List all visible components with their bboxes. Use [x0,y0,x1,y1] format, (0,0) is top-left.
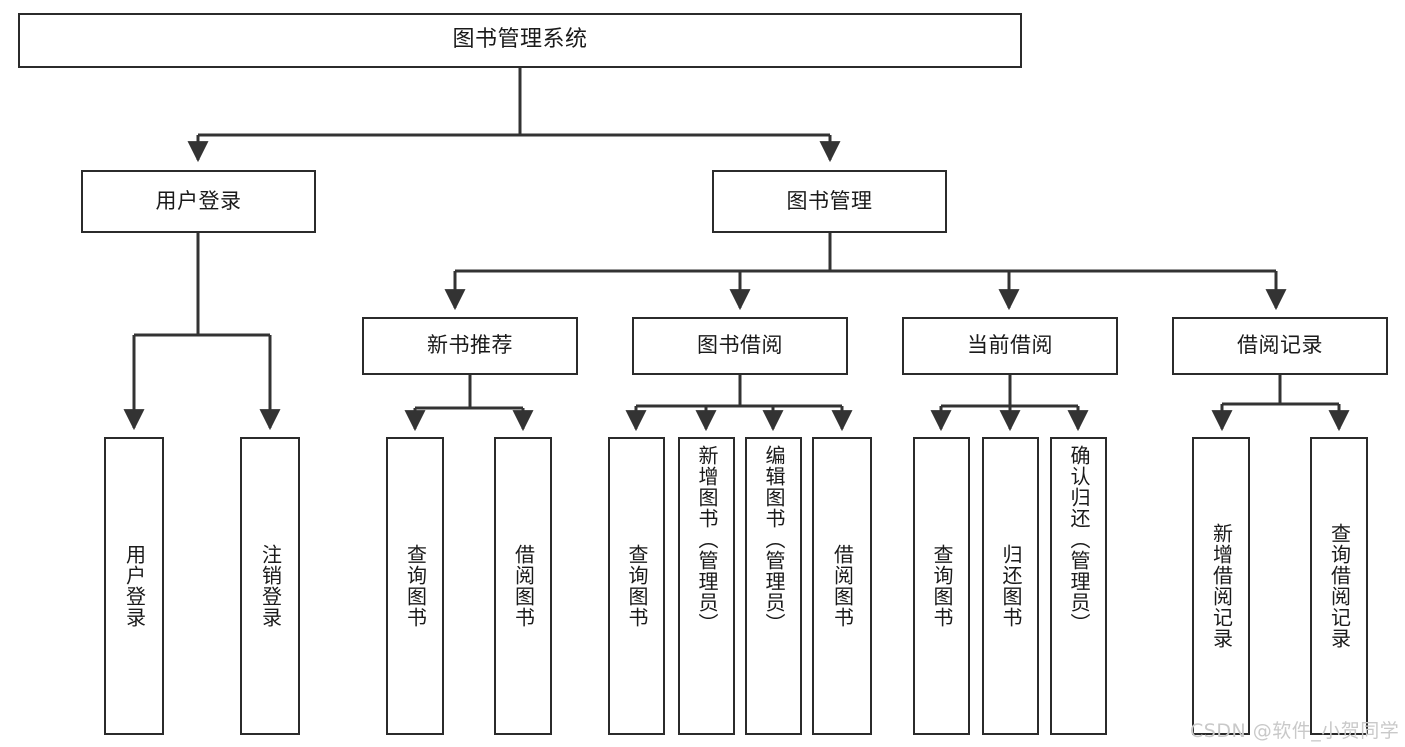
leaf-inner: 查询图书 [915,439,968,733]
node-borrow-record-label: 借阅记录 [1237,333,1323,358]
node-leaf-query-book-3[interactable]: 查询图书 [913,437,970,735]
node-leaf-borrow-book-1[interactable]: 借阅图书 [494,437,552,735]
node-leaf-query-record[interactable]: 查询借阅记录 [1310,437,1368,735]
node-book-borrow-label: 图书借阅 [697,333,783,358]
node-leaf-user-logout-label: 注销登录 [258,544,283,628]
node-new-book-recommend[interactable]: 新书推荐 [362,317,578,375]
node-book-manage-label: 图书管理 [786,188,873,213]
node-leaf-add-book[interactable]: 新增图书（管理员） [678,437,735,735]
leaf-inner: 借阅图书 [496,439,550,733]
node-leaf-query-book-1[interactable]: 查询图书 [386,437,444,735]
node-user-login[interactable]: 用户登录 [81,170,316,233]
node-leaf-query-record-label: 查询借阅记录 [1327,523,1352,649]
node-new-book-recommend-label: 新书推荐 [427,333,513,358]
node-leaf-query-book-3-label: 查询图书 [930,544,954,628]
leaf-inner: 查询图书 [388,439,442,733]
node-leaf-edit-book[interactable]: 编辑图书（管理员） [745,437,802,735]
node-leaf-borrow-book-1-label: 借阅图书 [511,544,536,628]
node-leaf-borrow-book-2-label: 借阅图书 [830,544,855,628]
node-leaf-borrow-book-2[interactable]: 借阅图书 [812,437,872,735]
csdn-watermark: CSDN @软件_小贺同学 [1190,720,1400,742]
leaf-inner: 查询借阅记录 [1312,439,1366,733]
node-leaf-add-record-label: 新增借阅记录 [1209,523,1234,649]
leaf-inner: 注销登录 [242,439,298,733]
node-book-borrow[interactable]: 图书借阅 [632,317,848,375]
node-current-borrow[interactable]: 当前借阅 [902,317,1118,375]
node-book-manage[interactable]: 图书管理 [712,170,947,233]
node-leaf-query-book-2[interactable]: 查询图书 [608,437,665,735]
leaf-inner: 用户登录 [106,439,162,733]
node-leaf-return-book[interactable]: 归还图书 [982,437,1039,735]
node-leaf-confirm-return[interactable]: 确认归还（管理员） [1050,437,1107,735]
leaf-inner: 新增借阅记录 [1194,439,1248,733]
node-leaf-query-book-2-label: 查询图书 [625,544,649,628]
node-leaf-edit-book-label: 编辑图书（管理员） [762,445,786,634]
node-borrow-record[interactable]: 借阅记录 [1172,317,1388,375]
node-root-label: 图书管理系统 [452,27,588,53]
leaf-inner: 归还图书 [984,439,1037,733]
leaf-inner: 查询图书 [610,439,663,733]
node-leaf-add-record[interactable]: 新增借阅记录 [1192,437,1250,735]
node-user-login-label: 用户登录 [155,188,242,213]
leaf-inner: 借阅图书 [814,439,870,733]
leaf-inner: 新增图书（管理员） [680,439,733,739]
node-leaf-confirm-return-label: 确认归还（管理员） [1067,445,1091,634]
node-leaf-add-book-label: 新增图书（管理员） [695,445,719,634]
leaf-inner: 编辑图书（管理员） [747,439,800,739]
node-current-borrow-label: 当前借阅 [967,333,1053,358]
node-leaf-query-book-1-label: 查询图书 [403,544,428,628]
node-leaf-user-login-label: 用户登录 [122,544,147,628]
node-leaf-return-book-label: 归还图书 [999,544,1023,628]
node-leaf-user-logout[interactable]: 注销登录 [240,437,300,735]
node-leaf-user-login[interactable]: 用户登录 [104,437,164,735]
leaf-inner: 确认归还（管理员） [1052,439,1105,739]
node-root[interactable]: 图书管理系统 [18,13,1022,68]
